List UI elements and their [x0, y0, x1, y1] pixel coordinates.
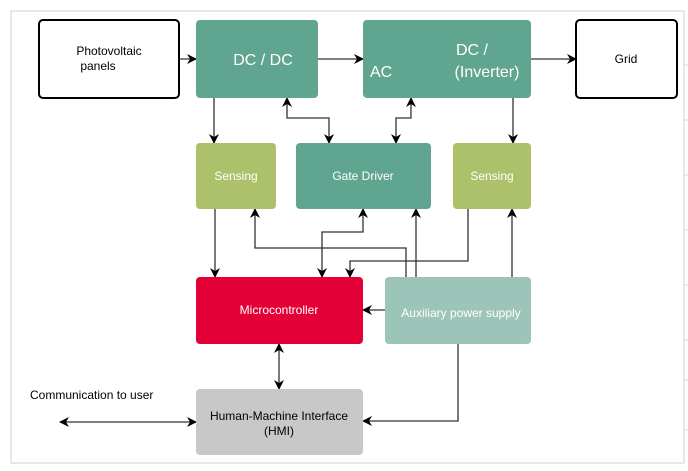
hmi-label: Human-Machine Interface	[210, 409, 348, 423]
arrow-aux-to-hmi	[362, 344, 459, 426]
block-sensing-left: Sensing	[196, 143, 276, 209]
block-microcontroller: Microcontroller	[196, 277, 363, 344]
arrow-gatedriver-micro	[317, 208, 368, 278]
arrow-aux-to-sensing-left	[250, 208, 407, 277]
dcdc-label: DC / DC	[233, 52, 293, 69]
block-dcdc: DC / DC	[196, 20, 318, 98]
block-sensing-right: Sensing	[453, 143, 531, 209]
hmi-label-2: (HMI)	[264, 424, 294, 438]
page-grid-lines	[684, 64, 688, 431]
sensing-right-label: Sensing	[470, 169, 513, 183]
microcontroller-label: Microcontroller	[240, 303, 319, 317]
aux-label: Auxiliary power supply	[401, 306, 520, 320]
canvas-border	[10, 10, 685, 464]
arrow-inverter-gatedriver	[391, 97, 416, 144]
block-inverter: DC / (Inverter) AC	[363, 20, 531, 98]
block-grid: Grid	[575, 19, 678, 99]
communication-label: Communication to user	[30, 388, 153, 402]
inverter-label: DC /	[456, 42, 489, 59]
block-hmi: Human-Machine Interface (HMI)	[196, 389, 363, 455]
block-pv: Photovoltaic panels	[38, 19, 180, 99]
pv-label-2: panels	[80, 59, 115, 73]
grid-label: Grid	[615, 52, 638, 66]
sensing-left-label: Sensing	[214, 169, 257, 183]
arrow-dcdc-gatedriver	[282, 97, 334, 144]
inverter-label-2: (Inverter)	[455, 64, 520, 81]
arrow-sensing-right-to-micro	[345, 209, 469, 278]
gate-driver-label: Gate Driver	[332, 169, 393, 183]
inverter-ac-label: AC	[370, 64, 392, 81]
block-gate-driver: Gate Driver	[296, 143, 431, 209]
block-aux-power: Auxiliary power supply	[385, 277, 531, 344]
pv-label: Photovoltaic	[76, 44, 141, 58]
